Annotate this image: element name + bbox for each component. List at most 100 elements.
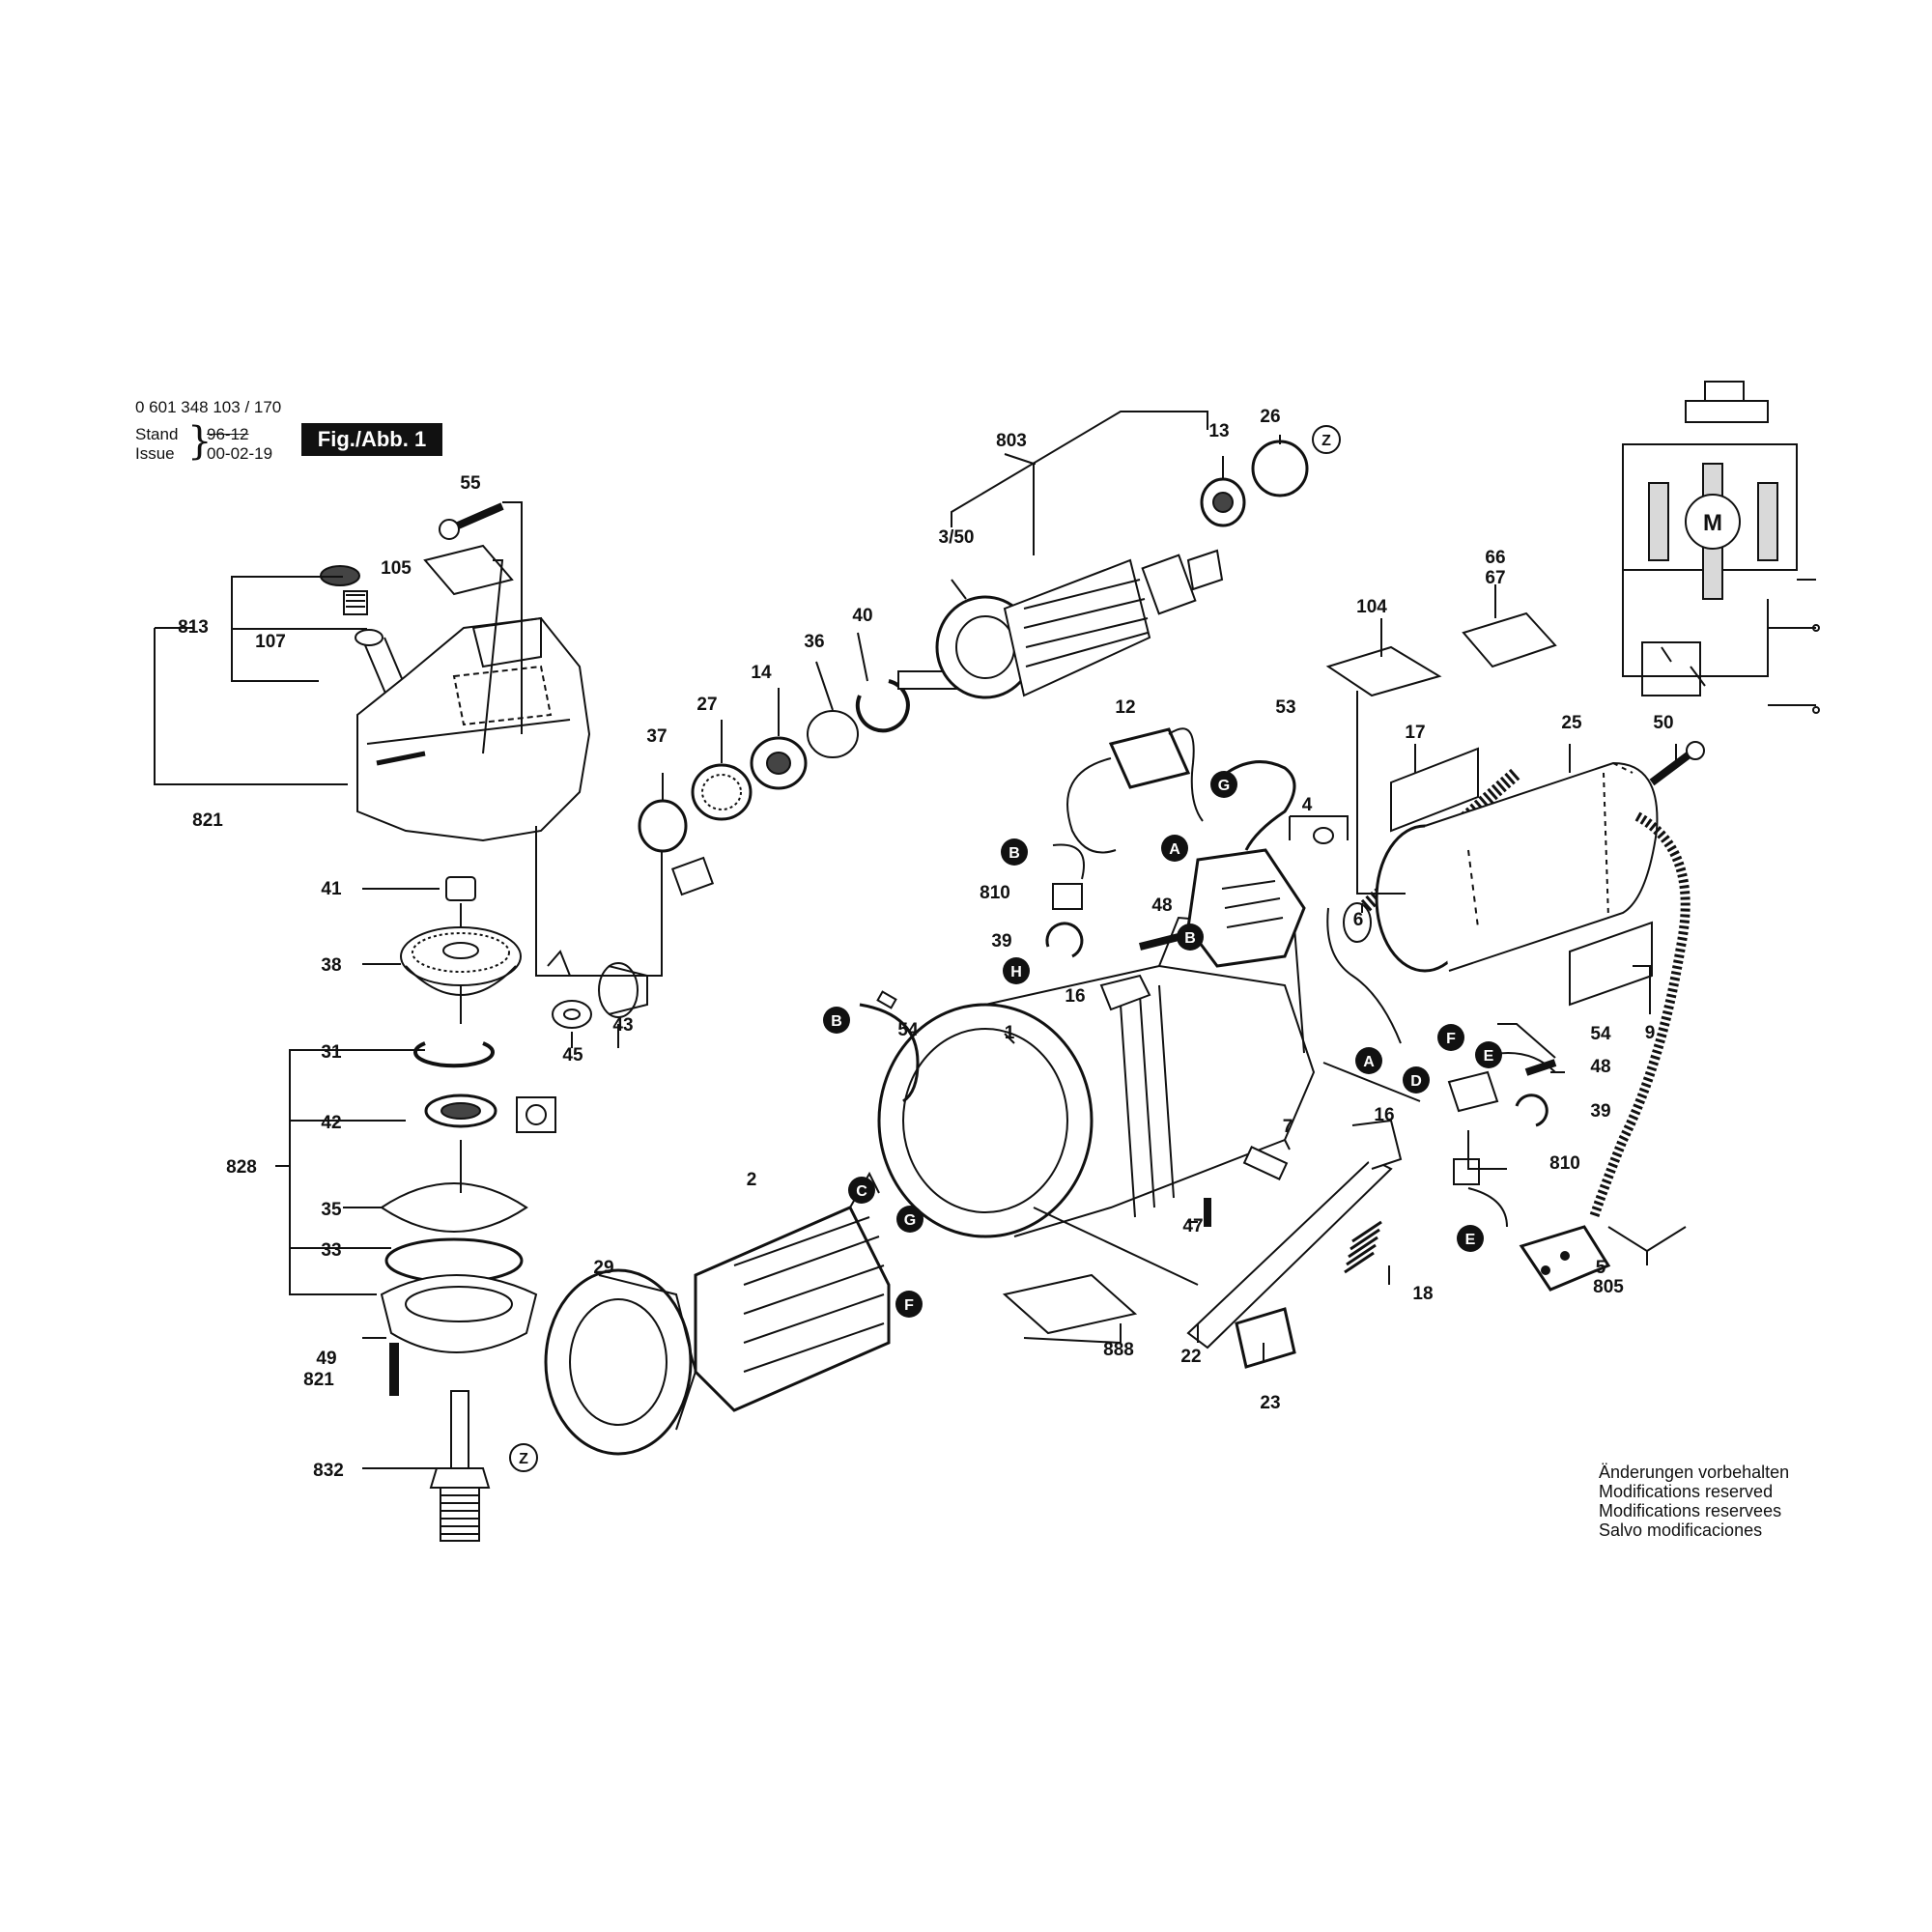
callout-29: 29 [593, 1258, 613, 1278]
svg-text:B: B [1009, 845, 1020, 862]
ring-37-shape [638, 799, 688, 853]
callout-9: 9 [1645, 1023, 1656, 1043]
svg-text:C: C [856, 1183, 867, 1200]
bushing-41-shape [445, 876, 476, 901]
callout-12: 12 [1115, 697, 1135, 718]
spindle-832-shape [429, 1390, 491, 1542]
callout-45: 45 [562, 1045, 583, 1065]
part-number: 0 601 348 103 / 170 [135, 398, 282, 416]
callout-828: 828 [226, 1157, 257, 1178]
armature-shape [897, 549, 1224, 699]
callout-25: 25 [1561, 713, 1582, 733]
marker-f2: F [1437, 1024, 1464, 1051]
callout-48b: 48 [1590, 1057, 1610, 1077]
figure-label: Fig./Abb. 1 [301, 423, 442, 456]
svg-text:Z: Z [519, 1451, 528, 1467]
washer-36-shape [807, 710, 859, 758]
label-66-67-shape [1462, 611, 1557, 668]
connection-markers: Z Z B B B A A C G G F F H D E E M [509, 425, 1722, 1472]
callout-810b: 810 [1549, 1153, 1580, 1174]
header-brace: } [187, 419, 213, 464]
callout-38: 38 [321, 955, 341, 976]
bracket-821a [154, 628, 348, 785]
label-105-shape [423, 544, 514, 596]
suppressor-12-shape [1066, 727, 1204, 854]
svg-text:A: A [1363, 1054, 1375, 1070]
svg-text:E: E [1465, 1232, 1476, 1248]
marker-b3: B [1177, 923, 1204, 951]
label-104-shape [1325, 645, 1442, 697]
bevel-gear-38-shape [400, 926, 522, 996]
callout-67: 67 [1485, 568, 1505, 588]
callout-803: 803 [996, 431, 1027, 451]
callout-47: 47 [1182, 1216, 1203, 1236]
callout-6: 6 [1353, 910, 1364, 930]
marker-e1: E [1475, 1041, 1502, 1068]
callout-18: 18 [1412, 1284, 1433, 1304]
callout-821b: 821 [303, 1370, 334, 1390]
callout-33: 33 [321, 1240, 341, 1261]
bracket-803 [951, 411, 1208, 555]
svg-text:G: G [904, 1212, 916, 1229]
callout-40: 40 [852, 606, 872, 626]
bracket-828 [275, 1049, 406, 1295]
bracket-813 [231, 576, 367, 682]
stator-2-shape [694, 1171, 891, 1412]
callout-107: 107 [255, 632, 286, 652]
callout-805: 805 [1593, 1277, 1624, 1297]
motor-schematic [1622, 381, 1820, 714]
bearing-42-shape [424, 1094, 556, 1133]
callout-14: 14 [751, 663, 772, 683]
stand-label: Stand [135, 425, 179, 443]
marker-z-bottom: Z [509, 1443, 538, 1472]
cap-26-shape [1251, 440, 1309, 497]
motor-m-symbol: M [1703, 510, 1722, 536]
motor-housing-1-shape [877, 916, 1316, 1238]
gasket-35-shape [380, 1182, 528, 1233]
callout-54a: 54 [897, 1020, 919, 1040]
note-es: Salvo modificaciones [1599, 1520, 1763, 1540]
switch-button-23-shape [1235, 1307, 1296, 1369]
marker-a2: A [1355, 1047, 1382, 1074]
note-de: Änderungen vorbehalten [1599, 1463, 1790, 1482]
pinion-43-shape [598, 962, 648, 1018]
marker-e2: E [1457, 1225, 1484, 1252]
switch-4-shape [1186, 827, 1334, 968]
rear-housing-25-shape [1375, 761, 1659, 973]
svg-text:D: D [1410, 1073, 1422, 1090]
svg-text:B: B [1184, 930, 1196, 947]
callout-48a: 48 [1151, 895, 1172, 916]
brush-holder-right [1447, 1059, 1557, 1185]
issue-value: 00-02-19 [207, 444, 273, 463]
marker-d: D [1403, 1066, 1430, 1094]
callout-31: 31 [321, 1042, 342, 1063]
svg-text:A: A [1169, 841, 1180, 858]
circlip-31-shape [413, 1041, 495, 1068]
callout-35: 35 [321, 1200, 342, 1220]
label-9-shape [1569, 921, 1653, 1007]
callout-821a: 821 [192, 810, 223, 831]
label-17-shape [1390, 747, 1479, 833]
callout-27: 27 [696, 695, 717, 715]
callout-7: 7 [1283, 1117, 1293, 1137]
callout-numbers: 55 105 813 107 821 41 38 31 42 828 35 33… [178, 407, 1673, 1481]
bearing-flange-shape [380, 1274, 538, 1353]
callout-42: 42 [321, 1113, 341, 1133]
callout-832: 832 [313, 1461, 344, 1481]
fan-baffle-29-shape [544, 1268, 697, 1456]
callout-22: 22 [1180, 1347, 1201, 1367]
marker-g2: G [1210, 771, 1237, 798]
callout-104: 104 [1356, 597, 1387, 617]
switch-rod-22-shape [1186, 1119, 1403, 1350]
callout-66: 66 [1485, 548, 1505, 568]
label-888-shape [1002, 1273, 1138, 1335]
marker-a1: A [1161, 835, 1188, 862]
marker-c: C [848, 1177, 875, 1204]
svg-text:H: H [1010, 964, 1022, 980]
svg-text:B: B [831, 1013, 842, 1030]
callout-39b: 39 [1590, 1101, 1610, 1122]
callout-50: 50 [1653, 713, 1673, 733]
note-fr: Modifications reservees [1599, 1501, 1782, 1520]
screw-50-shape [1649, 750, 1693, 786]
